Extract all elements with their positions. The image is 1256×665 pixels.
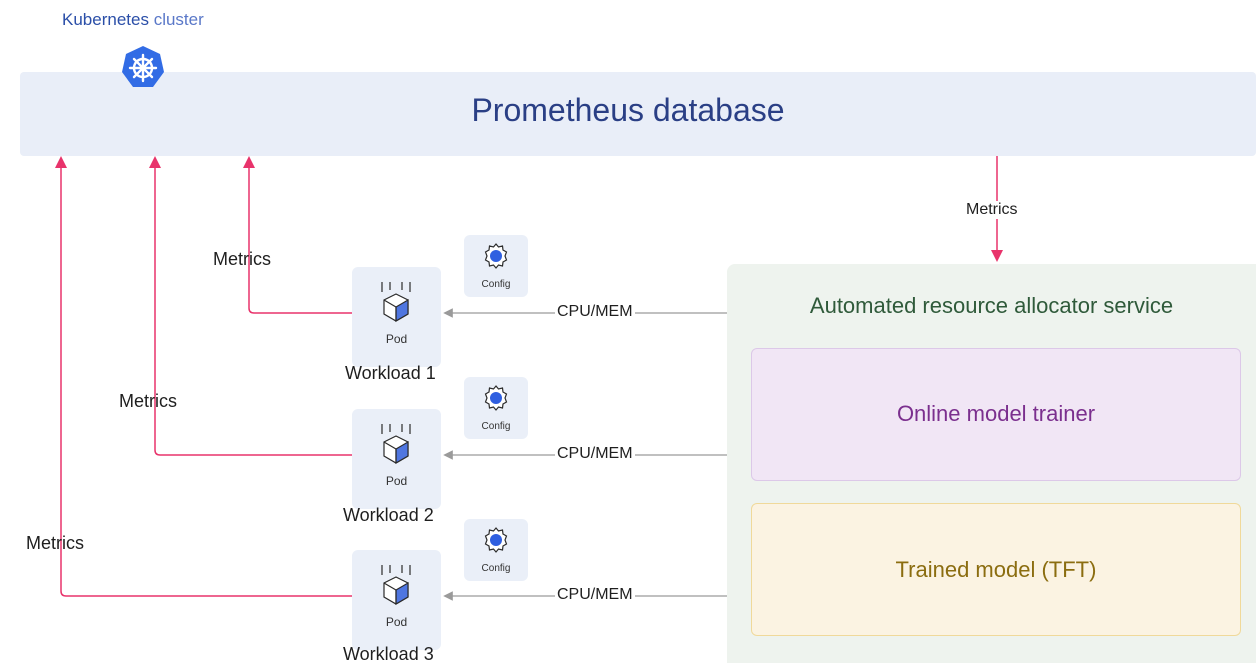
trained-model-box [751,503,1241,636]
config-label-workload-2: Config [481,421,511,432]
prometheus-database-title: Prometheus database [471,92,785,128]
config-label-workload-1: Config [481,279,511,290]
workload-name-1: Workload 1 [345,363,436,383]
pod-label-workload-1: Pod [385,332,408,346]
kubernetes-helm-icon [122,46,164,87]
metrics-label-workload-2: Metrics [119,391,177,411]
workload-name-3: Workload 3 [343,644,434,664]
cluster-label-light: cluster [153,10,204,29]
cluster-label-bold: Kubernetes [62,10,149,29]
prometheus-database-panel [20,72,1256,156]
pod-cube-icon [381,282,411,323]
metrics-arrow-workload-2 [149,156,352,456]
config-gear-icon [484,385,508,411]
config-gear-icon [484,243,508,269]
allocator-service-title: Automated resource allocator service [809,293,1174,318]
config-label-workload-3: Config [481,563,511,574]
metrics-label-allocator: Metrics [964,201,1020,219]
pod-label-workload-3: Pod [385,615,408,629]
cpu-mem-label-workload-3: CPU/MEM [555,586,635,604]
online-model-trainer-box [751,348,1241,481]
metrics-label-workload-1: Metrics [213,249,271,269]
online-model-trainer-label: Online model trainer [896,401,1096,426]
pod-cube-icon [381,565,411,606]
metrics-arrow-workload-1 [243,156,352,314]
metrics-arrow-workload-3 [55,156,352,597]
workload-name-2: Workload 2 [343,505,434,525]
cpu-mem-label-workload-2: CPU/MEM [555,445,635,463]
cpu-mem-label-workload-1: CPU/MEM [555,303,635,321]
pod-cube-icon [381,424,411,465]
trained-model-label: Trained model (TFT) [895,557,1097,582]
config-gear-icon [484,527,508,553]
metrics-label-workload-3: Metrics [26,533,84,553]
cluster-label: Kubernetes cluster [62,10,204,30]
pod-label-workload-2: Pod [385,474,408,488]
